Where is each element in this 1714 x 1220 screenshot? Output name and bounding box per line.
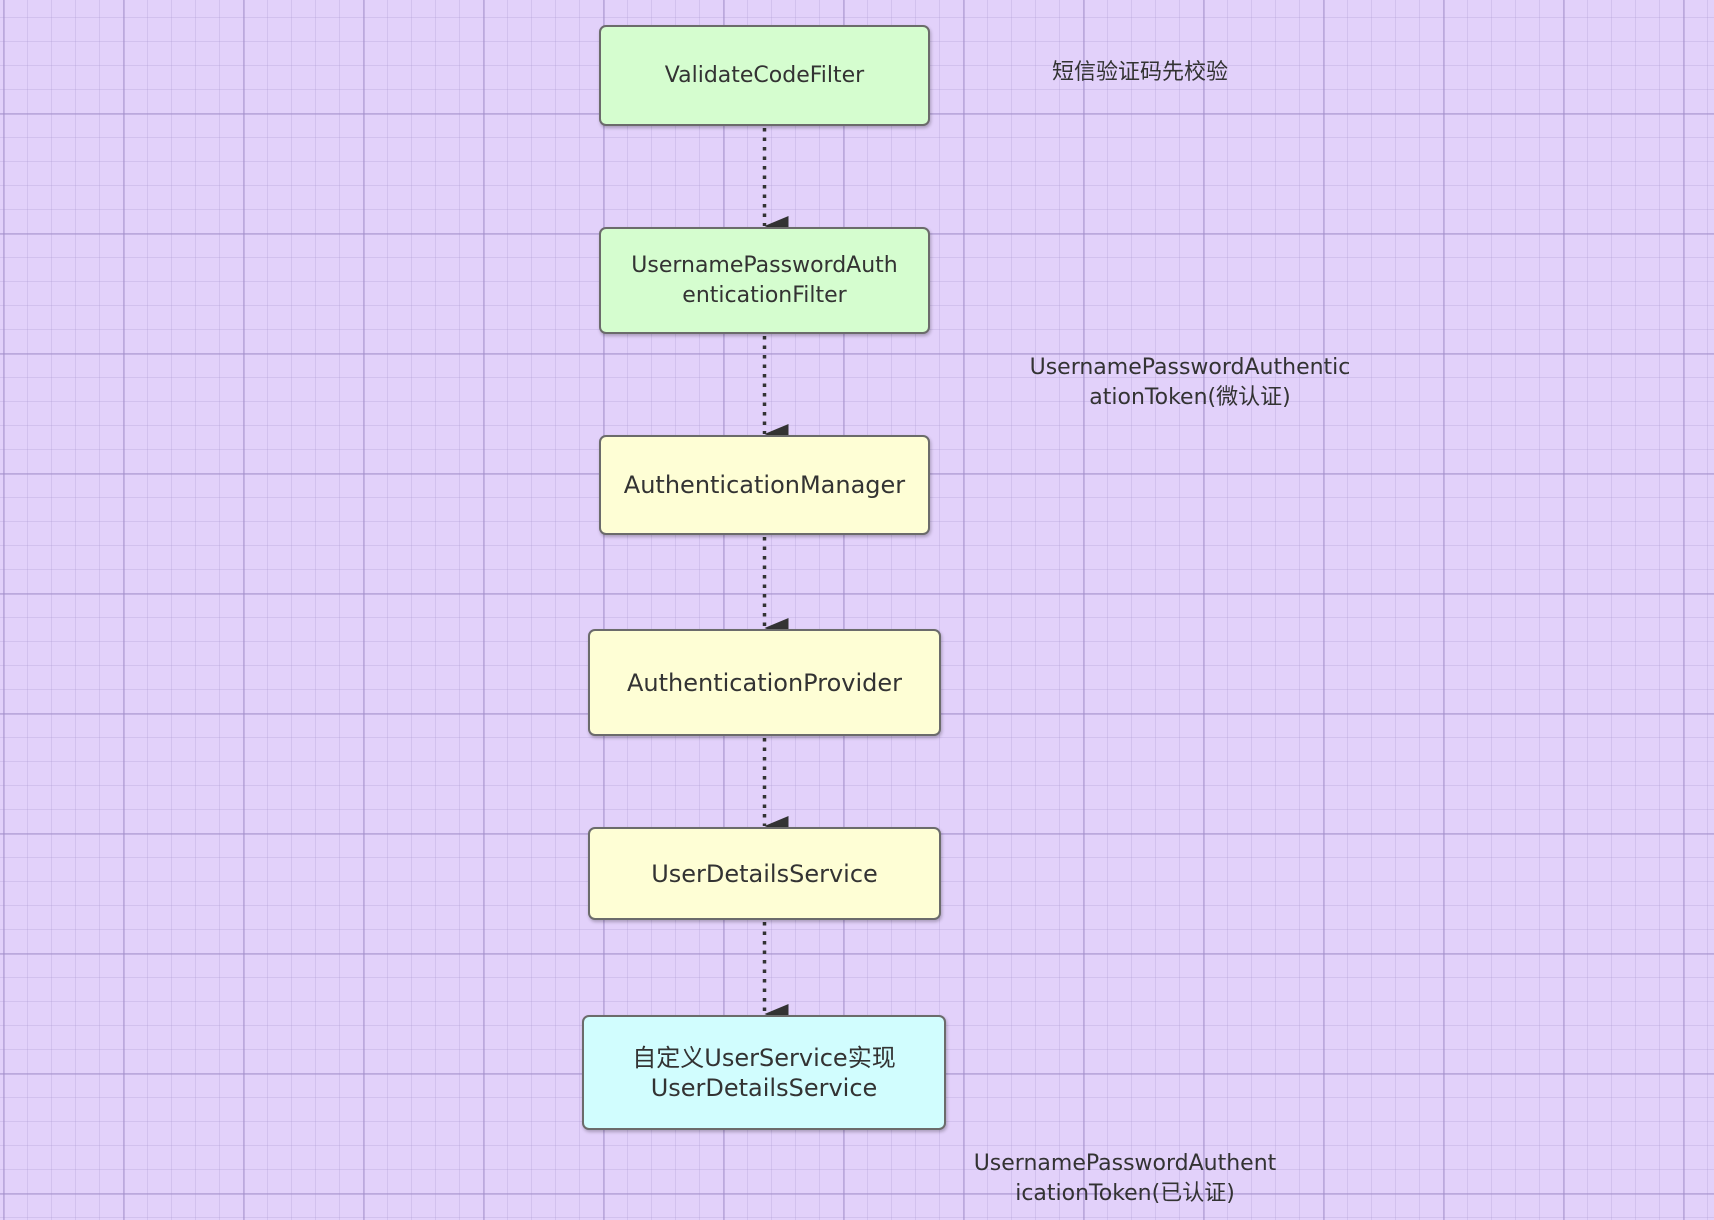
annotation-sms-code-precheck: 短信验证码先校验 — [1010, 58, 1270, 88]
node-username-password-authentication-filter: UsernamePasswordAuth enticationFilter — [599, 227, 930, 334]
node-label-line: UsernamePasswordAuth — [631, 252, 898, 278]
node-user-details-service: UserDetailsService — [588, 827, 941, 920]
node-label-line: ValidateCodeFilter — [664, 62, 865, 88]
node-authentication-provider: AuthenticationProvider — [588, 629, 941, 736]
annotation-token-authenticated: UsernamePasswordAuthent icationToken(已认证… — [955, 1149, 1295, 1209]
node-custom-user-service: 自定义UserService实现 UserDetailsService — [582, 1015, 946, 1130]
node-validate-code-filter: ValidateCodeFilter — [599, 25, 930, 126]
node-label-line: AuthenticationProvider — [627, 668, 902, 697]
node-label-line: 自定义UserService实现 — [632, 1043, 896, 1072]
annotation-line: icationToken(已认证) — [1015, 1181, 1235, 1206]
annotation-line: UsernamePasswordAuthentic — [1029, 355, 1351, 380]
annotation-token-unauthenticated: UsernamePasswordAuthentic ationToken(微认证… — [1010, 353, 1370, 413]
annotation-line: ationToken(微认证) — [1089, 385, 1291, 410]
node-authentication-manager: AuthenticationManager — [599, 435, 930, 535]
annotation-line: 短信验证码先校验 — [1051, 60, 1228, 85]
node-label-line: enticationFilter — [682, 282, 847, 308]
node-label-line: UserDetailsService — [650, 1073, 878, 1102]
node-label-line: AuthenticationManager — [623, 471, 906, 499]
annotation-line: UsernamePasswordAuthent — [973, 1151, 1277, 1176]
node-label-line: UserDetailsService — [651, 859, 878, 888]
